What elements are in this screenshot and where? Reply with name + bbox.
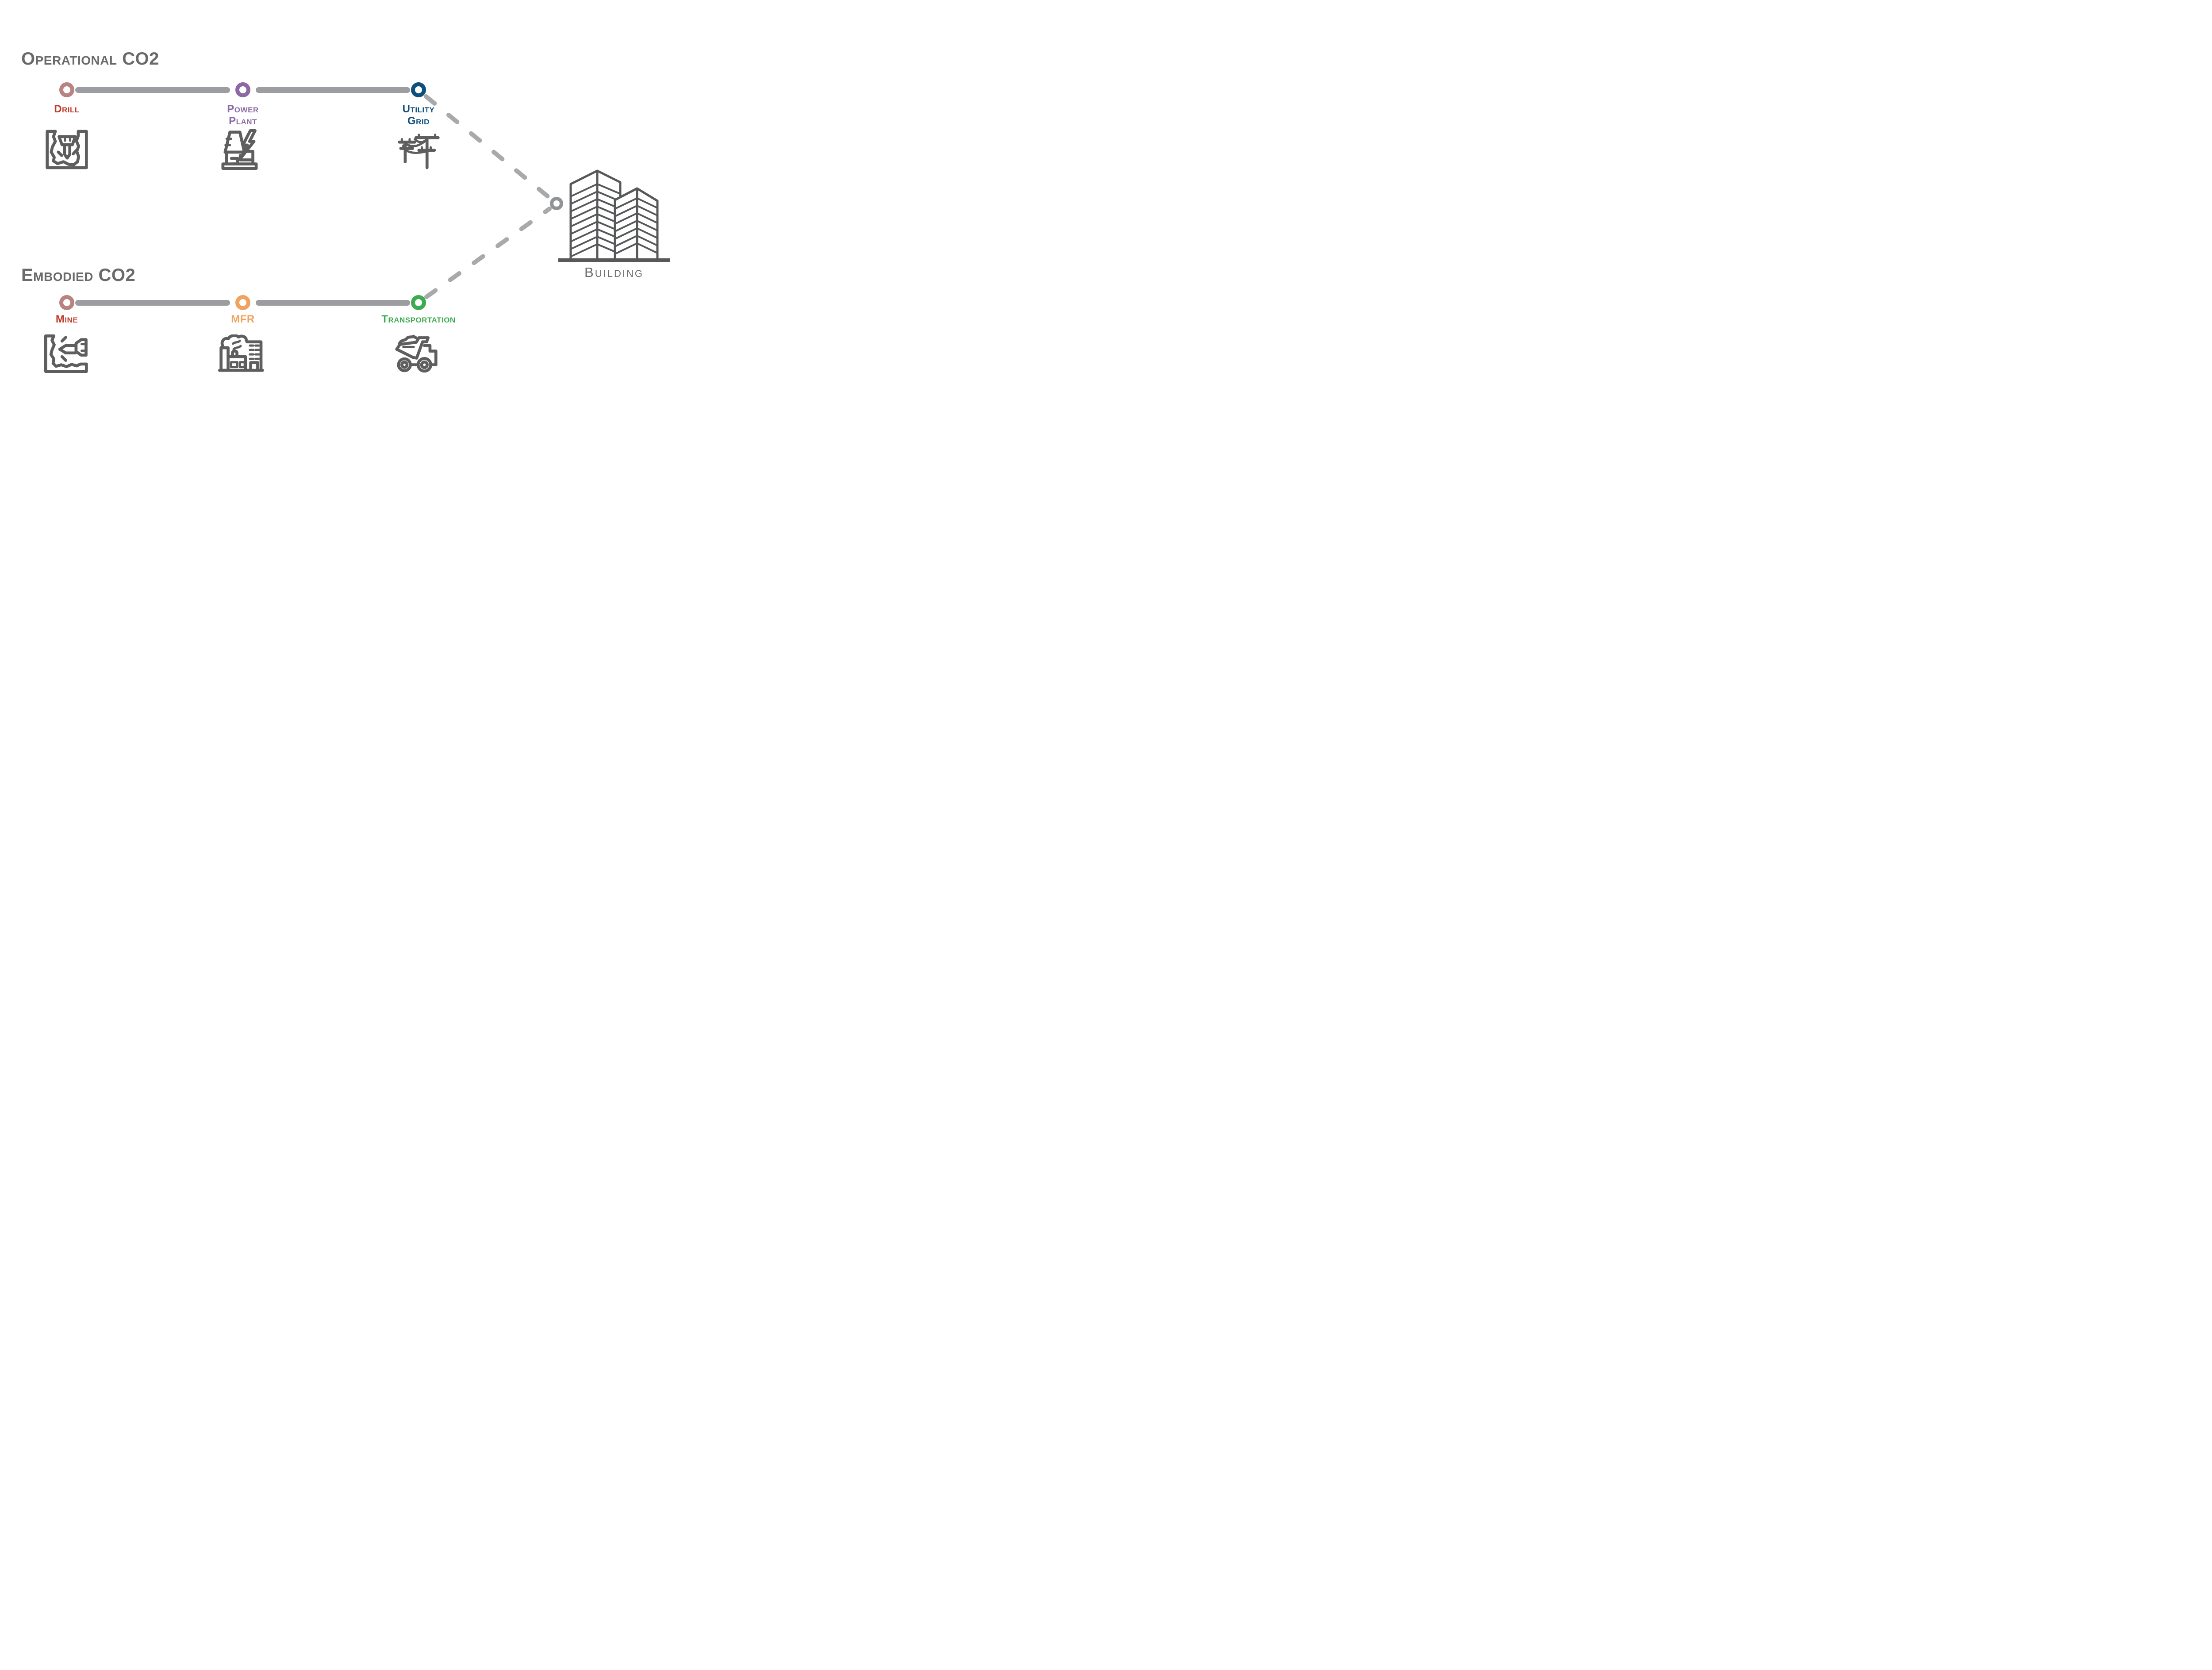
label-line: Drill bbox=[54, 103, 80, 115]
label-line: Mine bbox=[55, 313, 78, 325]
dashed-connector-embodied bbox=[424, 207, 552, 299]
label-line: Transportation bbox=[381, 313, 456, 325]
section-title-embodied: Embodied CO2 bbox=[21, 265, 136, 285]
mine-icon bbox=[39, 334, 95, 375]
timeline-segment bbox=[256, 300, 410, 306]
node-ring-mine bbox=[59, 295, 74, 310]
section-title-operational: Operational CO2 bbox=[21, 49, 159, 69]
drill-icon bbox=[39, 129, 95, 170]
utility-grid-icon bbox=[391, 129, 446, 170]
node-label-mine: Mine bbox=[9, 313, 124, 325]
timeline-segment bbox=[256, 87, 410, 93]
node-ring-drill bbox=[59, 82, 74, 97]
node-ring-power-plant bbox=[235, 82, 250, 97]
dashed-connectors bbox=[424, 94, 552, 299]
dump-truck-icon bbox=[391, 334, 446, 375]
node-ring-utility-grid bbox=[411, 82, 426, 97]
timeline-segment bbox=[75, 300, 230, 306]
node-ring-transportation bbox=[411, 295, 426, 310]
label-line: Power bbox=[227, 103, 259, 115]
factory-icon bbox=[215, 334, 271, 375]
node-ring-mfr bbox=[235, 295, 250, 310]
label-line: MFR bbox=[231, 313, 255, 325]
label-line: Grid bbox=[407, 115, 430, 127]
node-label-mfr: MFR bbox=[185, 313, 300, 325]
timeline-segment bbox=[75, 87, 230, 93]
carbon-flow-diagram: Operational CO2 Embodied CO2 Drill Power… bbox=[0, 0, 695, 418]
building-label: Building bbox=[584, 265, 644, 280]
node-label-drill: Drill bbox=[9, 103, 124, 115]
building-node-ring bbox=[550, 197, 563, 210]
node-label-transportation: Transportation bbox=[361, 313, 476, 325]
power-plant-icon bbox=[215, 129, 271, 170]
node-label-power-plant: Power Plant bbox=[185, 103, 300, 127]
building-icon bbox=[557, 163, 672, 264]
node-label-utility-grid: Utility Grid bbox=[361, 103, 476, 127]
label-line: Utility bbox=[402, 103, 435, 115]
label-line: Plant bbox=[229, 115, 257, 127]
